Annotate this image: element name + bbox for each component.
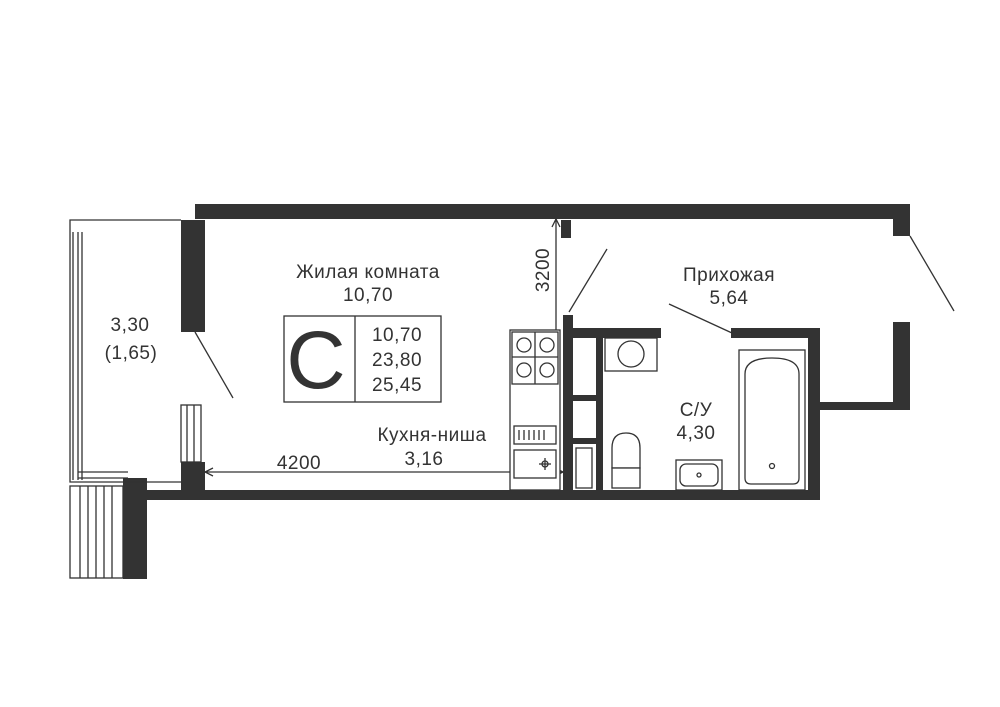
duct-divider-1 bbox=[571, 395, 596, 401]
dimension-width: 4200 bbox=[277, 453, 321, 474]
dimension-labels: 4200 3200 bbox=[277, 248, 554, 474]
balcony-area-reduced: (1,65) bbox=[105, 343, 158, 364]
bathroom-area: 4,30 bbox=[677, 423, 716, 444]
dimension-height: 3200 bbox=[533, 248, 554, 292]
bath-top-wall-right bbox=[731, 328, 820, 338]
hall-door-swing bbox=[568, 248, 608, 313]
washing-machine bbox=[604, 337, 658, 372]
right-wall-lower bbox=[893, 322, 910, 410]
doors bbox=[568, 235, 955, 334]
apartment-badge: С 10,70 23,80 25,45 bbox=[283, 315, 442, 406]
walls bbox=[123, 204, 910, 579]
bath-door-swing bbox=[668, 303, 733, 334]
duct-wall-right bbox=[596, 338, 603, 500]
badge-type-letter: С bbox=[286, 315, 345, 406]
badge-living-area: 10,70 bbox=[372, 325, 422, 346]
partition-top bbox=[561, 220, 571, 238]
living-left-wall-upper bbox=[181, 220, 205, 332]
bathroom-fixtures bbox=[575, 337, 806, 491]
bath-right-wall bbox=[808, 328, 820, 500]
entrance-door-swing bbox=[909, 235, 955, 312]
kitchen-name: Кухня-ниша bbox=[377, 425, 486, 446]
badge-frame bbox=[283, 315, 442, 403]
hall-area: 5,64 bbox=[710, 288, 749, 309]
bottom-wall bbox=[123, 490, 820, 500]
top-wall bbox=[195, 204, 910, 219]
right-wall-upper bbox=[893, 204, 910, 236]
living-room-area: 10,70 bbox=[343, 285, 393, 306]
living-room-name: Жилая комната bbox=[296, 262, 440, 283]
balcony bbox=[69, 219, 234, 579]
badge-total-area: 23,80 bbox=[372, 350, 422, 371]
kitchen-counter bbox=[513, 425, 557, 445]
bathroom-name: С/У bbox=[680, 400, 713, 421]
lower-left-wall bbox=[123, 478, 147, 579]
kitchen-area: 3,16 bbox=[405, 449, 444, 470]
toilet bbox=[611, 432, 641, 469]
kitchen-unit bbox=[509, 329, 561, 491]
duct-divider-2 bbox=[571, 438, 596, 444]
step-wall bbox=[815, 402, 910, 410]
partition-main bbox=[563, 315, 573, 500]
balcony-area: 3,30 bbox=[111, 315, 150, 336]
bath-top-wall-left bbox=[566, 328, 661, 338]
balcony-door-window bbox=[180, 404, 202, 463]
room-labels: Жилая комната 10,70 3,30 (1,65) Кухня-ни… bbox=[105, 262, 775, 470]
bathtub bbox=[738, 349, 806, 491]
hall-name: Прихожая bbox=[683, 265, 775, 286]
badge-total-area-with-balcony: 25,45 bbox=[372, 375, 422, 396]
